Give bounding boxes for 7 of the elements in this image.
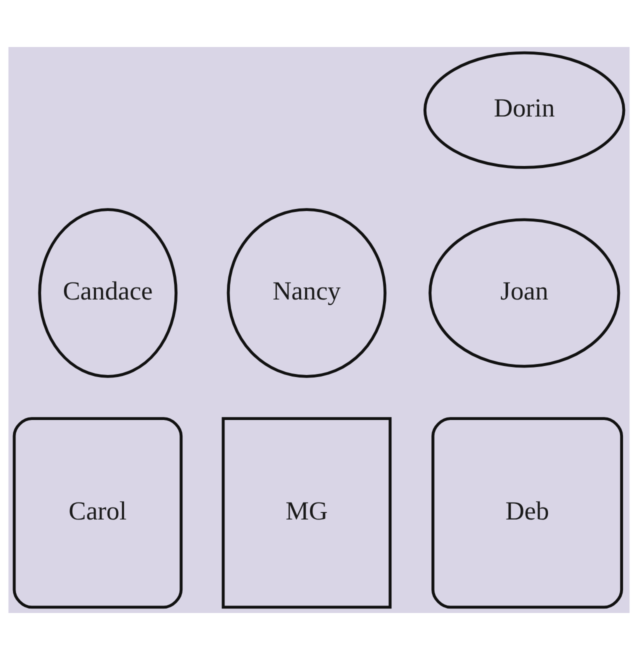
node-circle: Nancy [226, 208, 386, 378]
node-ellipse: Candace [38, 208, 178, 378]
node-ellipse: Joan [428, 218, 620, 368]
node-ellipse: Dorin [424, 50, 626, 168]
node-box: Carol [12, 416, 183, 608]
node-box: MG [222, 416, 392, 608]
node-box: Deb [431, 416, 624, 608]
